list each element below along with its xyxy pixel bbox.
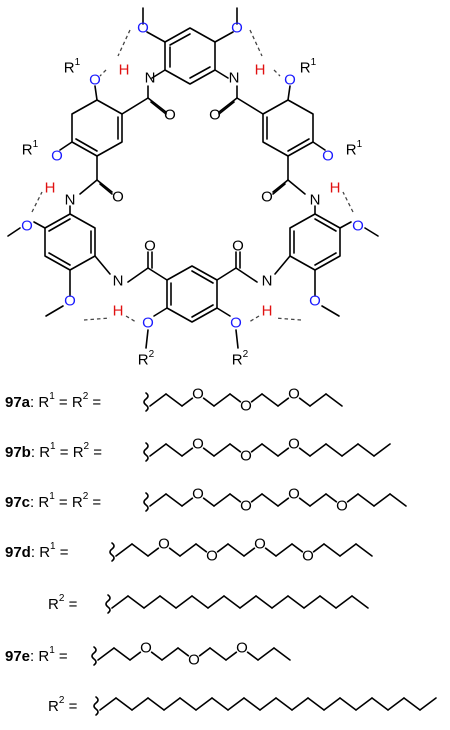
oxygen-atom: O [309, 293, 321, 310]
hydrogen-atom: H [119, 62, 130, 79]
macrocycle-structure: OOOOOOOOOOOOOOOOOONNNNNNHHHHHHR1R1R1R1R2… [7, 7, 379, 369]
r1-substituent: R1 [22, 139, 39, 159]
r1-substituent: R1 [300, 57, 317, 77]
hydrogen-atom: H [45, 180, 56, 197]
oxygen-atom: O [137, 20, 149, 37]
r2-substituent: R2 [138, 349, 155, 369]
oxygen-atom: O [322, 148, 334, 165]
compound-row-label: 97c: R1 = R2 = [5, 491, 101, 511]
substituent-chain-97e-r2 [93, 696, 437, 716]
chain-oxygen: O [192, 386, 204, 403]
carbonyl-oxygen: O [164, 107, 176, 124]
oxygen-atom: O [89, 72, 101, 89]
oxygen-atom: O [352, 218, 364, 235]
chain-oxygen: O [288, 386, 300, 403]
upper-right-benzene-ring [262, 99, 314, 157]
chain-oxygen: O [288, 486, 300, 503]
oxygen-atom: O [64, 293, 76, 310]
compound-row-label: 97d: R1 = [5, 541, 69, 561]
right-benzene-ring [289, 213, 341, 271]
carbonyl-oxygen: O [261, 189, 273, 206]
nitrogen-atom: N [145, 70, 156, 87]
nitrogen-atom: N [113, 273, 124, 290]
chain-oxygen: O [236, 640, 248, 657]
chain-oxygen: O [288, 436, 300, 453]
chain-oxygen: O [192, 436, 204, 453]
chain-oxygen: O [240, 448, 252, 465]
carbonyl-oxygen: O [232, 238, 244, 255]
substituent-chain-97d-r2 [105, 594, 369, 614]
chain-oxygen: O [240, 398, 252, 415]
oxygen-atom: O [230, 315, 242, 332]
substituent-chain-97e-r1: OOO [91, 640, 291, 669]
left-benzene-ring [44, 213, 96, 271]
bottom-benzene-ring [166, 265, 218, 323]
upper-left-benzene-ring [71, 99, 123, 157]
chain-oxygen: O [206, 548, 218, 565]
substituent-chain-97b: OOO [143, 436, 391, 465]
carbonyl-oxygen: O [112, 189, 124, 206]
chain-oxygen: O [336, 498, 348, 515]
nitrogen-atom: N [262, 273, 273, 290]
hydrogen-atom: H [113, 303, 124, 320]
compound-row-label: R2 = [48, 695, 78, 715]
compound-row-label: 97e: R1 = [5, 645, 68, 665]
compound-row-label: 97b: R1 = R2 = [5, 441, 102, 461]
oxygen-atom: O [142, 315, 154, 332]
substituent-chain-97a: OOO [143, 386, 343, 415]
chain-oxygen: O [140, 640, 152, 657]
nitrogen-atom: N [65, 192, 76, 209]
hydrogen-atom: H [262, 303, 273, 320]
r1-substituent: R1 [346, 139, 363, 159]
oxygen-atom: O [51, 148, 63, 165]
substituent-table: 97a: R1 = R2 = 97b: R1 = R2 = 97c: R1 = R2… [5, 386, 437, 716]
hydrogen-atom: H [255, 62, 266, 79]
chain-oxygen: O [240, 498, 252, 515]
chain-oxygen: O [158, 536, 170, 553]
carbonyl-oxygen: O [144, 238, 156, 255]
r2-substituent: R2 [232, 349, 249, 369]
chain-oxygen: O [254, 536, 266, 553]
chain-oxygen: O [302, 548, 314, 565]
nitrogen-atom: N [229, 70, 240, 87]
oxygen-atom: O [231, 20, 243, 37]
hydrogen-atom: H [330, 180, 341, 197]
compound-row-label: R2 = [48, 593, 78, 613]
oxygen-atom: O [21, 218, 33, 235]
nitrogen-atom: N [310, 192, 321, 209]
r1-substituent: R1 [64, 57, 81, 77]
hydrogen-bonds [31, 29, 354, 323]
compound-row-label: 97a: R1 = R2 = [5, 391, 101, 411]
carbonyl-oxygen: O [209, 107, 221, 124]
top-benzene-ring [164, 27, 216, 85]
chain-oxygen: O [192, 486, 204, 503]
oxygen-atom: O [284, 72, 296, 89]
chain-oxygen: O [188, 652, 200, 669]
